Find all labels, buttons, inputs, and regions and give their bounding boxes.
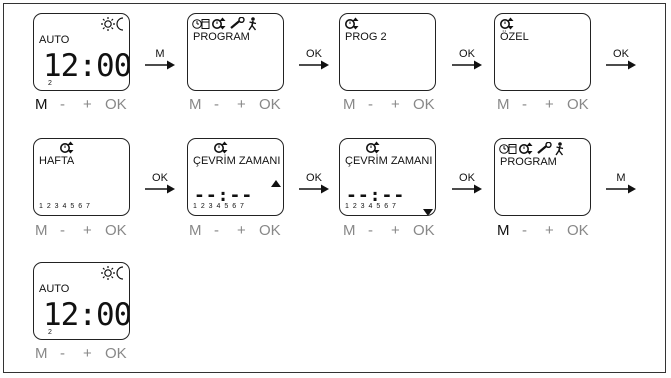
menu-label: ÇEVRİM ZAMANI [193, 155, 281, 167]
key-m[interactable]: M [35, 222, 48, 239]
program-number: 2 [48, 329, 52, 336]
menu-label: PROG 2 [345, 31, 387, 43]
menu-label: PROGRAM [500, 156, 557, 168]
clock-updown-icon [212, 17, 226, 35]
key-plus[interactable]: + [83, 96, 92, 113]
key-plus[interactable]: + [545, 222, 554, 239]
person-icon [554, 142, 566, 161]
down-triangle-icon [423, 203, 433, 215]
sun-moon-icon [101, 265, 127, 286]
key-minus[interactable]: - [214, 96, 219, 113]
time-placeholder: --:-- [194, 185, 254, 206]
key-ok[interactable]: OK [259, 222, 281, 239]
lcd-screen-auto: AUTO 12:00 2 [33, 13, 130, 91]
key-plus[interactable]: + [545, 96, 554, 113]
weekday-row: 1 2 3 4 5 6 7 [193, 203, 244, 210]
person-icon [247, 17, 259, 36]
key-plus[interactable]: + [391, 222, 400, 239]
program-number: 2 [48, 80, 52, 87]
key-m[interactable]: M [343, 222, 356, 239]
key-minus[interactable]: - [368, 96, 373, 113]
sun-moon-icon [101, 16, 127, 37]
lcd-screen-program: PROGRAM [187, 13, 284, 91]
up-triangle-icon [271, 174, 281, 192]
clock-calendar-icon [499, 142, 517, 160]
key-plus[interactable]: + [237, 222, 246, 239]
wrench-icon [229, 16, 245, 35]
mode-label: AUTO [39, 283, 70, 295]
arrow-key-label: OK [459, 172, 475, 184]
key-m[interactable]: M [35, 96, 48, 113]
key-ok[interactable]: OK [105, 345, 127, 362]
weekday-row: 1 2 3 4 5 6 7 [39, 203, 90, 210]
key-m[interactable]: M [189, 222, 202, 239]
lcd-screen-cycle-time-down: ÇEVRİM ZAMANI --:-- 1 2 3 4 5 6 7 [339, 138, 436, 216]
weekday-row: 1 2 3 4 5 6 7 [345, 203, 396, 210]
key-minus[interactable]: - [522, 96, 527, 113]
arrow-key-label: M [616, 172, 626, 184]
flow-arrow: M [606, 172, 636, 200]
lcd-screen-auto: AUTO 12:00 2 [33, 262, 130, 340]
lcd-screen-ozel: ÖZEL [494, 13, 591, 91]
menu-label: PROGRAM [193, 31, 250, 43]
menu-label: ÖZEL [500, 31, 529, 43]
key-minus[interactable]: - [60, 222, 65, 239]
clock-calendar-icon [192, 17, 210, 35]
clock-updown-icon [214, 141, 228, 159]
key-plus[interactable]: + [83, 222, 92, 239]
wrench-icon [536, 141, 552, 160]
key-plus[interactable]: + [237, 96, 246, 113]
clock-updown-icon [60, 141, 74, 159]
key-ok[interactable]: OK [413, 222, 435, 239]
key-plus[interactable]: + [391, 96, 400, 113]
clock-updown-icon [366, 141, 380, 159]
flow-arrow: OK [299, 48, 329, 76]
lcd-screen-program: PROGRAM [494, 138, 591, 216]
arrow-key-label: OK [613, 48, 629, 60]
time-placeholder: --:-- [346, 185, 406, 206]
flow-arrow: OK [606, 48, 636, 76]
arrow-key-label: M [155, 48, 165, 60]
key-m[interactable]: M [189, 96, 202, 113]
menu-label: ÇEVRİM ZAMANI [345, 155, 433, 167]
key-minus[interactable]: - [368, 222, 373, 239]
key-m[interactable]: M [497, 222, 510, 239]
mode-label: AUTO [39, 34, 70, 46]
arrow-key-label: OK [306, 48, 322, 60]
flow-arrow: OK [452, 172, 482, 200]
flow-arrow: OK [145, 172, 175, 200]
time-display: 12:00 [43, 297, 130, 333]
key-ok[interactable]: OK [105, 222, 127, 239]
flow-arrow: OK [299, 172, 329, 200]
key-m[interactable]: M [35, 345, 48, 362]
key-ok[interactable]: OK [413, 96, 435, 113]
diagram-frame [3, 3, 666, 373]
key-minus[interactable]: - [214, 222, 219, 239]
key-ok[interactable]: OK [567, 222, 589, 239]
flow-arrow: M [145, 48, 175, 76]
key-minus[interactable]: - [60, 96, 65, 113]
menu-label: HAFTA [39, 155, 75, 167]
lcd-screen-prog2: PROG 2 [339, 13, 436, 91]
clock-updown-icon [500, 17, 514, 35]
clock-updown-icon [519, 142, 533, 160]
key-ok[interactable]: OK [259, 96, 281, 113]
key-m[interactable]: M [343, 96, 356, 113]
key-plus[interactable]: + [83, 345, 92, 362]
time-display: 12:00 [43, 48, 130, 84]
arrow-key-label: OK [152, 172, 168, 184]
key-minus[interactable]: - [522, 222, 527, 239]
key-ok[interactable]: OK [105, 96, 127, 113]
key-minus[interactable]: - [60, 345, 65, 362]
flow-arrow: OK [452, 48, 482, 76]
arrow-key-label: OK [459, 48, 475, 60]
key-m[interactable]: M [497, 96, 510, 113]
arrow-key-label: OK [306, 172, 322, 184]
lcd-screen-hafta: HAFTA 1 2 3 4 5 6 7 [33, 138, 130, 216]
clock-updown-icon [345, 17, 359, 35]
lcd-screen-cycle-time-up: ÇEVRİM ZAMANI --:-- 1 2 3 4 5 6 7 [187, 138, 284, 216]
key-ok[interactable]: OK [567, 96, 589, 113]
